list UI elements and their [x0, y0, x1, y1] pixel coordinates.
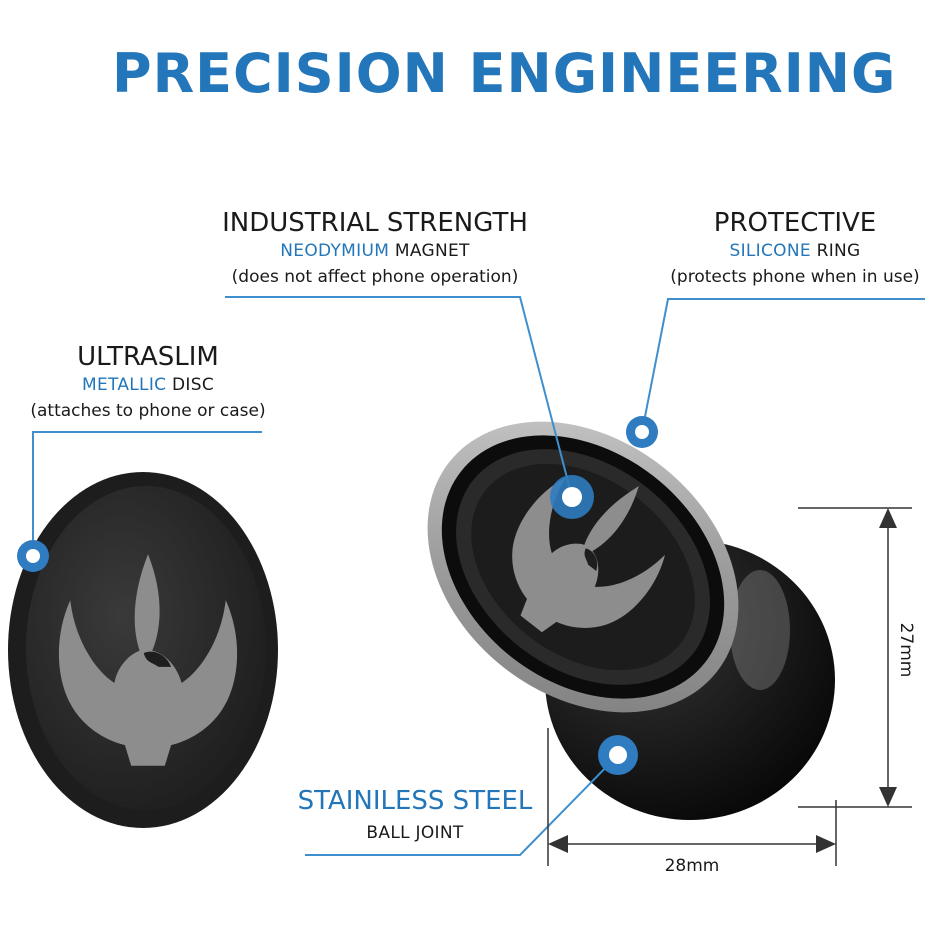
disc-heading: ULTRASLIM — [77, 342, 219, 372]
width-dimension — [547, 728, 837, 866]
ring-rest: RING — [810, 241, 861, 261]
ring-note: (protects phone when in use) — [670, 267, 920, 287]
metallic-disc — [8, 472, 278, 828]
callout-dot-icon — [598, 735, 638, 775]
callout-lines — [32, 296, 925, 856]
magnet-note: (does not affect phone operation) — [231, 267, 519, 287]
callout-dot-icon — [550, 475, 594, 519]
disc-rest: DISC — [166, 375, 214, 395]
ring-heading: PROTECTIVE — [713, 208, 877, 238]
disc-note: (attaches to phone or case) — [30, 401, 266, 421]
magnet-highlight: NEODYMIUM — [280, 241, 390, 261]
joint-callout: STAINILESS STEEL BALL JOINT — [290, 786, 540, 846]
callout-dot-icon — [626, 416, 658, 448]
height-label: 27mm — [896, 622, 916, 678]
disc-highlight: METALLIC — [81, 375, 167, 395]
disc-callout: ULTRASLIM METALLIC DISC (attaches to pho… — [18, 342, 278, 424]
ring-callout: PROTECTIVE SILICONE RING (protects phone… — [664, 208, 926, 290]
magnet-rest: MAGNET — [389, 241, 470, 261]
ring-highlight: SILICONE — [729, 241, 811, 261]
page-title: PRECISION ENGINEERING — [112, 42, 897, 105]
magnet-heading: INDUSTRIAL STRENGTH — [222, 208, 528, 238]
width-label: 28mm — [664, 856, 720, 876]
joint-heading: STAINILESS STEEL — [297, 786, 533, 816]
magnet-callout: INDUSTRIAL STRENGTH NEODYMIUM MAGNET (do… — [200, 208, 550, 290]
joint-sub: BALL JOINT — [366, 823, 464, 843]
callout-dot-icon — [17, 540, 49, 572]
height-dimension — [798, 507, 912, 808]
